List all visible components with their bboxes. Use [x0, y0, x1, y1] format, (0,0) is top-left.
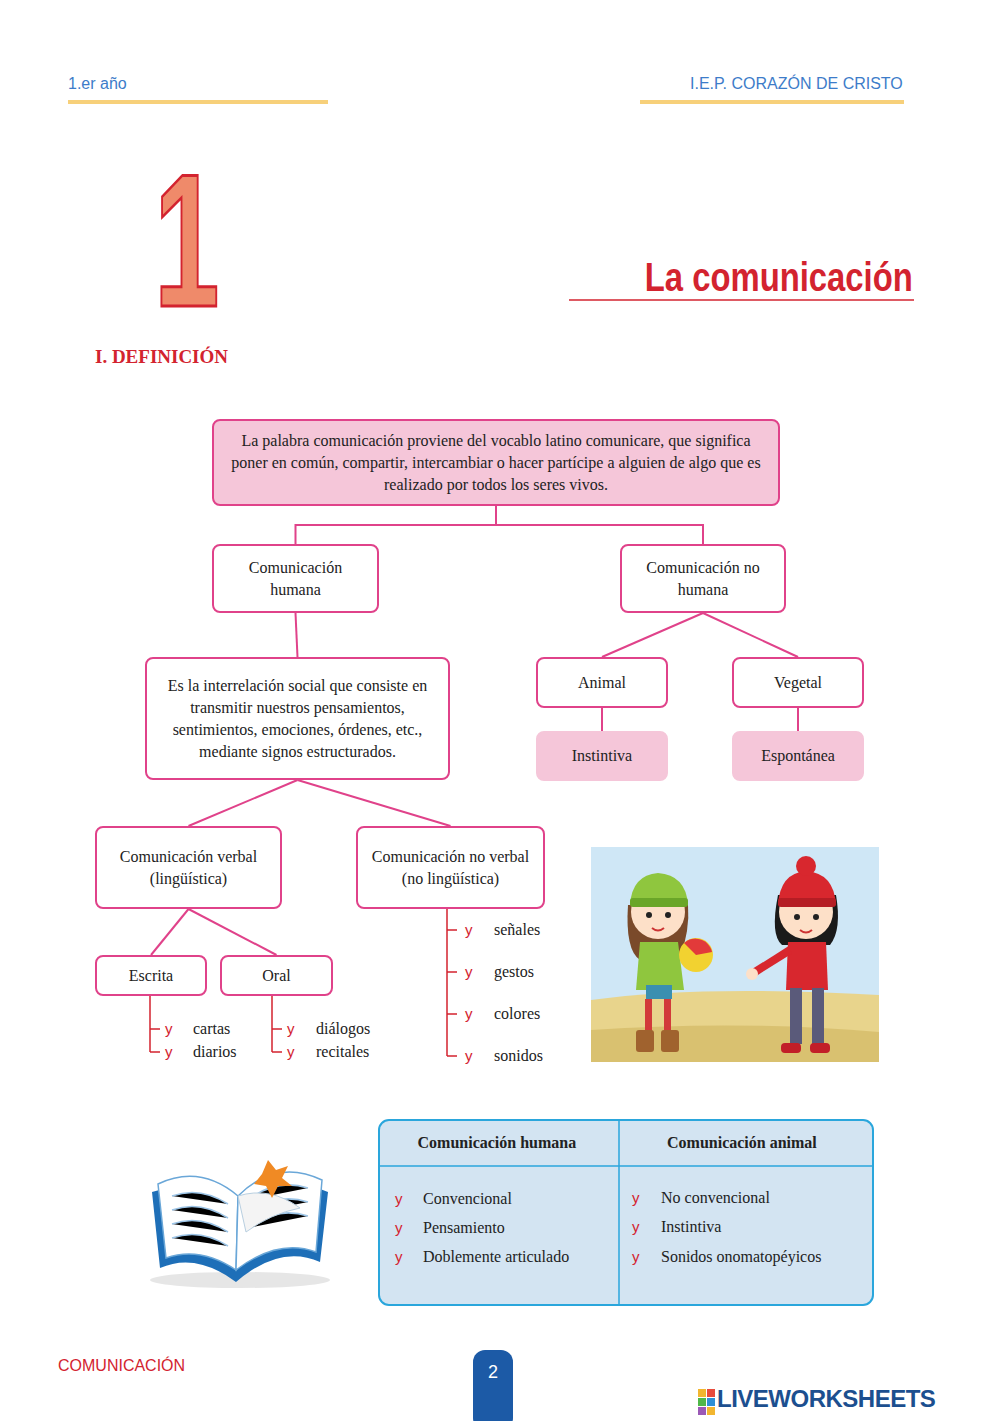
table-cell: Pensamiento — [423, 1217, 505, 1239]
connector — [496, 506, 703, 544]
node-text: Oral — [262, 965, 290, 987]
list-item: recitales — [316, 1041, 369, 1063]
connector — [296, 613, 298, 657]
chapter-number: 1 — [154, 140, 220, 340]
list-item: sonidos — [494, 1045, 543, 1067]
node-text: Comunicación verbal (lingüística) — [107, 846, 270, 890]
list-item: señales — [494, 919, 540, 941]
connector — [189, 909, 277, 955]
table-cell: No convencional — [661, 1187, 770, 1209]
connector — [298, 780, 451, 826]
concept-box: Vegetal — [732, 657, 864, 708]
node-text: Es la interrelación social que consiste … — [157, 675, 438, 763]
concept-box: Comunicación humana — [212, 544, 379, 613]
table-cell: Sonidos onomatopéyicos — [661, 1246, 821, 1268]
concept-box: Comunicación no verbal (no lingüística) — [356, 826, 545, 909]
children-illustration — [591, 847, 879, 1062]
connector — [703, 613, 798, 657]
concept-box: Es la interrelación social que consiste … — [145, 657, 450, 780]
node-text: Animal — [578, 672, 626, 694]
bullet-mark: y — [632, 1187, 640, 1209]
concept-box: La palabra comunicación proviene del voc… — [212, 419, 780, 506]
concept-box: Instintiva — [536, 731, 668, 781]
table-header: Comunicación animal — [667, 1132, 817, 1154]
table-cell: Doblemente articulado — [423, 1246, 569, 1268]
list-item: colores — [494, 1003, 540, 1025]
page-tab — [473, 1350, 513, 1421]
header-rule — [68, 100, 328, 104]
bullet-mark: y — [165, 1018, 173, 1040]
bullet-mark: y — [632, 1216, 640, 1238]
node-text: Instintiva — [572, 745, 632, 767]
table-cell: Convencional — [423, 1188, 512, 1210]
footer-text: COMUNICACIÓN — [58, 1355, 185, 1377]
bullet-mark: y — [395, 1246, 403, 1268]
book-illustration — [150, 1160, 330, 1288]
list-item: gestos — [494, 961, 534, 983]
bullet-mark: y — [465, 961, 473, 983]
bullet-mark: y — [465, 1003, 473, 1025]
node-text: Espontánea — [761, 745, 835, 767]
bullet-mark: y — [465, 919, 473, 941]
bullet-mark: y — [165, 1041, 173, 1063]
header-text: I.E.P. CORAZÓN DE CRISTO — [690, 73, 903, 95]
title-rule — [569, 299, 914, 301]
header-text: 1.er año — [68, 73, 127, 95]
connector — [189, 780, 298, 826]
table-header: Comunicación humana — [418, 1132, 577, 1154]
connector — [151, 909, 189, 955]
bullet-mark: y — [632, 1246, 640, 1268]
concept-box: Oral — [220, 955, 333, 996]
node-text: Comunicación no verbal (no lingüística) — [368, 846, 533, 890]
bullet-mark: y — [287, 1041, 295, 1063]
table-cell: Instintiva — [661, 1216, 721, 1238]
connector — [296, 506, 497, 544]
list-item: cartas — [193, 1018, 230, 1040]
bullet-mark: y — [465, 1045, 473, 1067]
page-title: La comunicación — [645, 254, 913, 300]
page-number: 2 — [488, 1361, 498, 1383]
connector — [797, 708, 799, 731]
concept-box: Animal — [536, 657, 668, 708]
node-text: Comunicación humana — [224, 557, 367, 601]
node-text: Escrita — [129, 965, 173, 987]
section-heading: I. DEFINICIÓN — [95, 346, 228, 368]
node-text: La palabra comunicación proviene del voc… — [230, 430, 762, 496]
connector — [602, 613, 703, 657]
connector — [601, 708, 603, 731]
node-text: Comunicación no humana — [632, 557, 774, 601]
bullet-mark: y — [395, 1217, 403, 1239]
bullet-mark: y — [395, 1188, 403, 1210]
concept-box: Comunicación no humana — [620, 544, 786, 613]
node-text: Vegetal — [774, 672, 822, 694]
watermark: LIVEWORKSHEETS — [717, 1385, 935, 1413]
concept-box: Comunicación verbal (lingüística) — [95, 826, 282, 909]
liveworksheets-logo — [698, 1389, 715, 1415]
bullet-mark: y — [287, 1018, 295, 1040]
comparison-table — [379, 1120, 873, 1305]
list-item: diarios — [193, 1041, 237, 1063]
concept-box: Espontánea — [732, 731, 864, 781]
concept-box: Escrita — [95, 955, 207, 996]
list-item: diálogos — [316, 1018, 370, 1040]
header-rule — [640, 100, 904, 104]
